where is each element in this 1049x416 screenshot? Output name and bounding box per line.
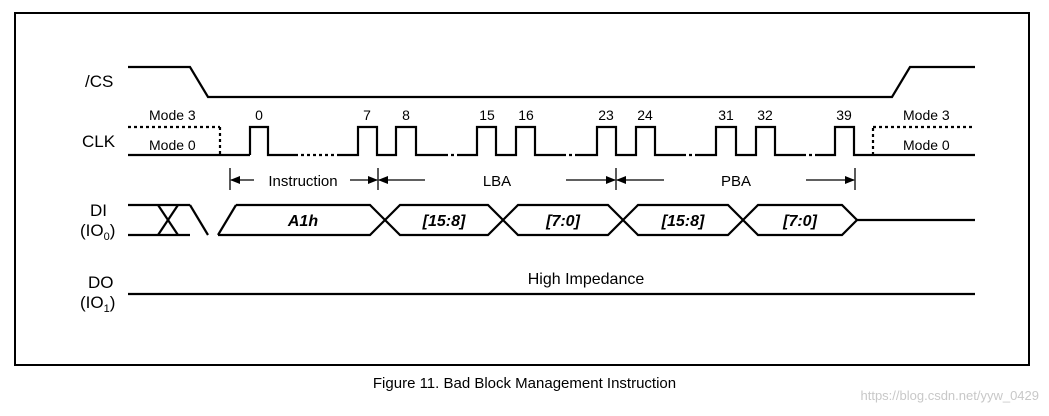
cycle-number: 16 xyxy=(518,107,534,123)
cycle-numbers: 0 7 8 15 16 23 24 31 32 39 xyxy=(255,107,852,123)
di-fields: A1h [15:8] [7:0] [15:8] [7:0] xyxy=(287,213,818,230)
mode0-left-label: Mode 0 xyxy=(149,137,196,153)
di-field-label: [7:0] xyxy=(545,213,580,230)
cycle-number: 24 xyxy=(637,107,653,123)
di-signal-label: DI xyxy=(90,201,107,220)
cs-waveform xyxy=(128,65,975,99)
clk-signal-label: CLK xyxy=(82,132,116,151)
diagram-frame xyxy=(14,12,1030,366)
phase-markers xyxy=(229,168,856,190)
cycle-number: 8 xyxy=(402,107,410,123)
lba-phase-label: LBA xyxy=(483,173,511,190)
clk-waveform xyxy=(128,125,975,157)
di-waveform xyxy=(128,203,975,237)
instruction-phase-label: Instruction xyxy=(268,173,337,190)
figure-caption: Figure 11. Bad Block Management Instruct… xyxy=(372,375,677,392)
mode3-left-label: Mode 3 xyxy=(149,107,196,123)
cycle-number: 7 xyxy=(363,107,371,123)
cycle-number: 31 xyxy=(718,107,734,123)
do-io-label: (IO1) xyxy=(80,293,115,315)
cs-signal-label: /CS xyxy=(85,72,113,91)
cycle-number: 23 xyxy=(598,107,614,123)
mode3-right-label: Mode 3 xyxy=(903,107,950,123)
di-field-label: A1h xyxy=(287,213,318,230)
high-impedance-label: High Impedance xyxy=(528,271,645,288)
di-field-label: [15:8] xyxy=(661,213,705,230)
cycle-number: 39 xyxy=(836,107,852,123)
cycle-number: 15 xyxy=(479,107,495,123)
cycle-number: 0 xyxy=(255,107,263,123)
di-io-label: (IO0) xyxy=(80,221,115,243)
mode0-right-label: Mode 0 xyxy=(903,137,950,153)
di-field-label: [7:0] xyxy=(782,213,817,230)
pba-phase-label: PBA xyxy=(721,173,751,190)
do-signal-label: DO xyxy=(88,273,114,292)
cycle-number: 32 xyxy=(757,107,773,123)
di-field-label: [15:8] xyxy=(422,213,466,230)
watermark: https://blog.csdn.net/yyw_0429 xyxy=(860,388,1039,403)
